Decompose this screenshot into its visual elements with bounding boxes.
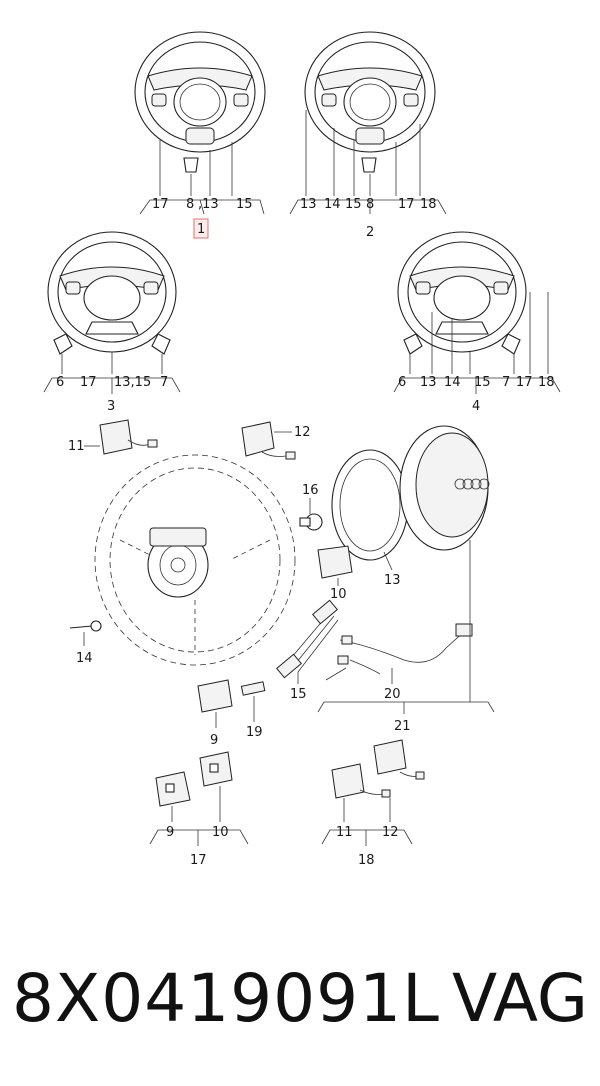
fig4-label-17: 17 [516,375,533,390]
fig1-highlight-box [193,218,209,239]
callout-9: 9 [210,733,218,748]
fig1-label-8: 8 [186,197,194,212]
fig17-label-10: 10 [212,825,229,840]
callout-13: 13 [384,573,401,588]
figure-1-steering-wheel: 17 8 ,13 15 1 [134,31,266,239]
fig1-label-17: 17 [152,197,169,212]
callout-15: 15 [290,687,307,702]
fig18-label-12: 12 [382,825,399,840]
fig3-label-7: 7 [160,375,168,390]
fig4-label-13: 13 [420,375,437,390]
fig18-label-11: 11 [336,825,353,840]
callout-16: 16 [302,483,319,498]
rings-logo-icon [454,478,490,490]
fig2-label-13: 13 [300,197,317,212]
callout-14: 14 [76,651,93,666]
callout-21: 21 [394,719,411,734]
fig1-label-15: 15 [236,197,253,212]
brand-name: VAG [451,960,588,1037]
callout-11: 11 [68,439,85,454]
fig2-label-14: 14 [324,197,341,212]
fig4-label-15: 15 [474,375,491,390]
callout-10: 10 [330,587,347,602]
fig3-label-17: 17 [80,375,97,390]
callout-12: 12 [294,425,311,440]
fig17-number: 17 [190,853,207,868]
fig3-number: 3 [107,399,115,414]
figure-2-steering-wheel: 13 14 15 8 17 18 2 [289,31,447,240]
fig2-label-18: 18 [420,197,437,212]
fig2-label-8: 8 [366,197,374,212]
fig17-label-9: 9 [166,825,174,840]
fig2-label-17: 17 [398,197,415,212]
part-number: 8X0419091L [12,960,440,1037]
fig18-number: 18 [358,853,375,868]
fig3-label-13-15: 13,15 [114,375,151,390]
fig4-label-7: 7 [502,375,510,390]
fig4-label-14: 14 [444,375,461,390]
figure-17-switches: 9 10 17 [149,751,249,868]
part-info-footer: 8X0419091L VAG [12,960,592,1040]
exploded-view: 11 12 16 13 10 14 [68,419,495,748]
fig3-label-6: 6 [56,375,64,390]
figure-4-steering-wheel: 6 13 14 15 7 17 18 4 [393,231,561,414]
figure-18-switches: 11 12 18 [321,739,425,868]
callout-19: 19 [246,725,263,740]
steering-wheel-parts-diagram: 17 8 ,13 15 1 13 14 15 8 17 18 2 [43,31,561,868]
fig4-label-6: 6 [398,375,406,390]
fig4-label-18: 18 [538,375,555,390]
figure-3-steering-wheel: 6 17 13,15 7 3 [43,231,181,414]
callout-20: 20 [384,687,401,702]
fig4-number: 4 [472,399,480,414]
fig1-label-13: ,13 [198,197,219,212]
fig2-label-15: 15 [345,197,362,212]
fig2-number: 2 [366,225,374,240]
fig1-number: 1 [197,222,205,237]
